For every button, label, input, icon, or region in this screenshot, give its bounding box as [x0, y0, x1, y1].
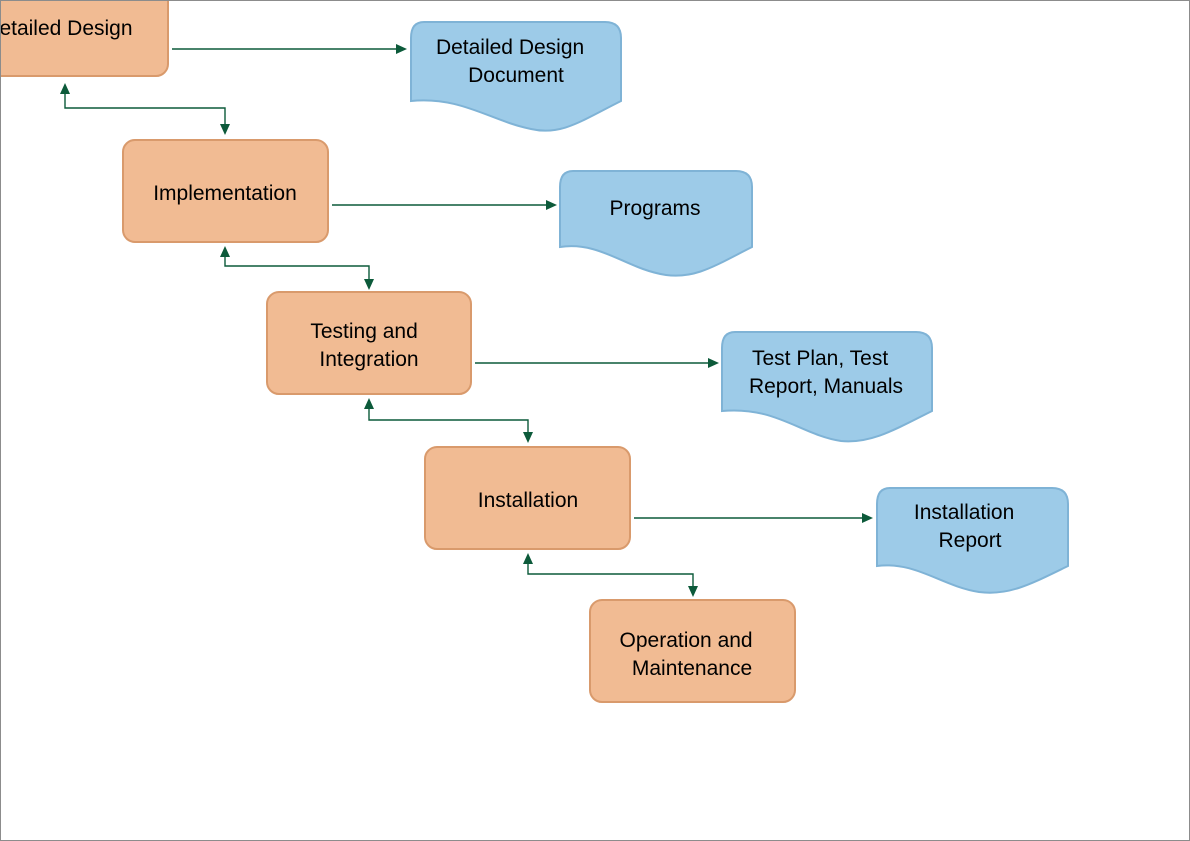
- svg-text:etailed Design: etailed Design: [1, 17, 133, 40]
- phase-feedback-connector: [523, 553, 698, 597]
- phase-label: Installation: [478, 489, 578, 512]
- phase-box-operation-maintenance[interactable]: Operation and Maintenance: [589, 599, 796, 703]
- document-label: Test Plan, Test: [752, 347, 888, 370]
- svg-text:Programs: Programs: [609, 197, 700, 220]
- phase-box-installation[interactable]: Installation: [424, 446, 631, 550]
- phase-label: etailed Design: [1, 17, 133, 40]
- phase-label: Integration: [319, 348, 418, 371]
- svg-text:Installation Report: Installation Report: [914, 501, 1020, 552]
- document-label: Detailed Design: [436, 36, 584, 59]
- phase-label: Operation and: [620, 629, 753, 652]
- document-installation-report[interactable]: Installation Report: [876, 487, 1069, 594]
- svg-text:Detailed Design Docume: Detailed Design Document: [436, 36, 590, 87]
- svg-text:Test Plan, Test Report: Test Plan, Test Report, Manuals: [749, 347, 903, 398]
- document-label: Programs: [609, 197, 700, 220]
- phase-label: Implementation: [153, 182, 297, 205]
- document-label: Report: [938, 529, 1001, 552]
- phase-feedback-connector: [220, 246, 374, 290]
- phase-to-document-connector: [332, 200, 557, 210]
- document-label: Installation: [914, 501, 1014, 524]
- phase-label: Maintenance: [632, 657, 752, 680]
- phase-to-document-connector: [475, 358, 719, 368]
- phase-to-document-connector: [172, 44, 407, 54]
- svg-text:Testing and Integratio: Testing and Integration: [310, 320, 423, 371]
- svg-text:Implementation: Implementation: [153, 182, 297, 205]
- phase-box-testing-integration[interactable]: Testing and Integration: [266, 291, 472, 395]
- phase-to-document-connector: [634, 513, 873, 523]
- phase-feedback-connector: [60, 83, 230, 135]
- phase-box-detailed-design[interactable]: etailed Design: [1, 1, 169, 77]
- document-detailed-design-document[interactable]: Detailed Design Document: [410, 21, 622, 132]
- document-test-plan-report-manuals[interactable]: Test Plan, Test Report, Manuals: [721, 331, 933, 443]
- document-programs[interactable]: Programs: [559, 170, 753, 277]
- phase-feedback-connector: [364, 398, 533, 443]
- document-label: Report, Manuals: [749, 375, 903, 398]
- svg-text:Installation: Installation: [478, 489, 578, 512]
- phase-label: Testing and: [310, 320, 417, 343]
- svg-text:Operation and Maintena: Operation and Maintenance: [620, 629, 759, 680]
- document-label: Document: [468, 64, 564, 87]
- phase-box-implementation[interactable]: Implementation: [122, 139, 329, 243]
